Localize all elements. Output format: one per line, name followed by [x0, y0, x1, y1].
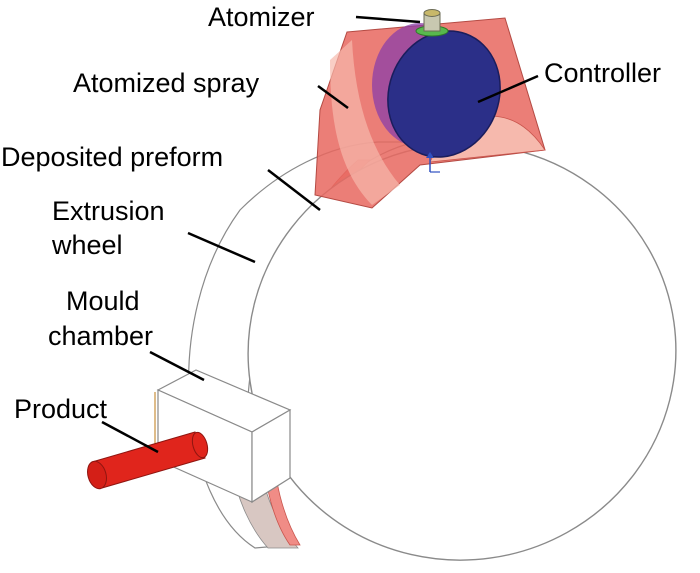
leader-product [101, 420, 159, 454]
label-chamber: chamber [48, 321, 153, 351]
leader-mould-chamber [149, 350, 205, 382]
controller-face [387, 30, 501, 158]
labels: Atomizer Atomized spray Controller Depos… [1, 2, 661, 424]
controller-disc [372, 23, 501, 158]
leader-extrusion-wheel [187, 231, 256, 264]
atomizer-nozzle [415, 9, 449, 37]
leader-deposited-preform [267, 169, 321, 211]
label-controller: Controller [544, 58, 661, 88]
label-product: Product [14, 394, 108, 424]
product-rod [87, 431, 209, 490]
mould-chamber-side [251, 408, 291, 504]
extrusion-wheel [188, 141, 677, 561]
label-extrusion: Extrusion [52, 196, 165, 226]
label-atomizer: Atomizer [208, 2, 315, 32]
product-rod-body [91, 431, 206, 489]
product-rod-end-far [191, 431, 209, 459]
leader-atomized-spray [317, 84, 349, 110]
spray-cone-inner [330, 40, 400, 205]
axis-marker-icon [426, 152, 440, 173]
leader-atomizer [355, 15, 421, 24]
leader-lines [101, 15, 539, 454]
label-wheel: wheel [51, 230, 123, 260]
product-rod-end-near [87, 460, 107, 490]
atomizer-cap [423, 9, 441, 17]
label-deposited-preform: Deposited preform [1, 142, 223, 172]
label-mould: Mould [66, 286, 140, 316]
leader-controller [477, 74, 539, 104]
label-atomized-spray: Atomized spray [73, 68, 260, 98]
